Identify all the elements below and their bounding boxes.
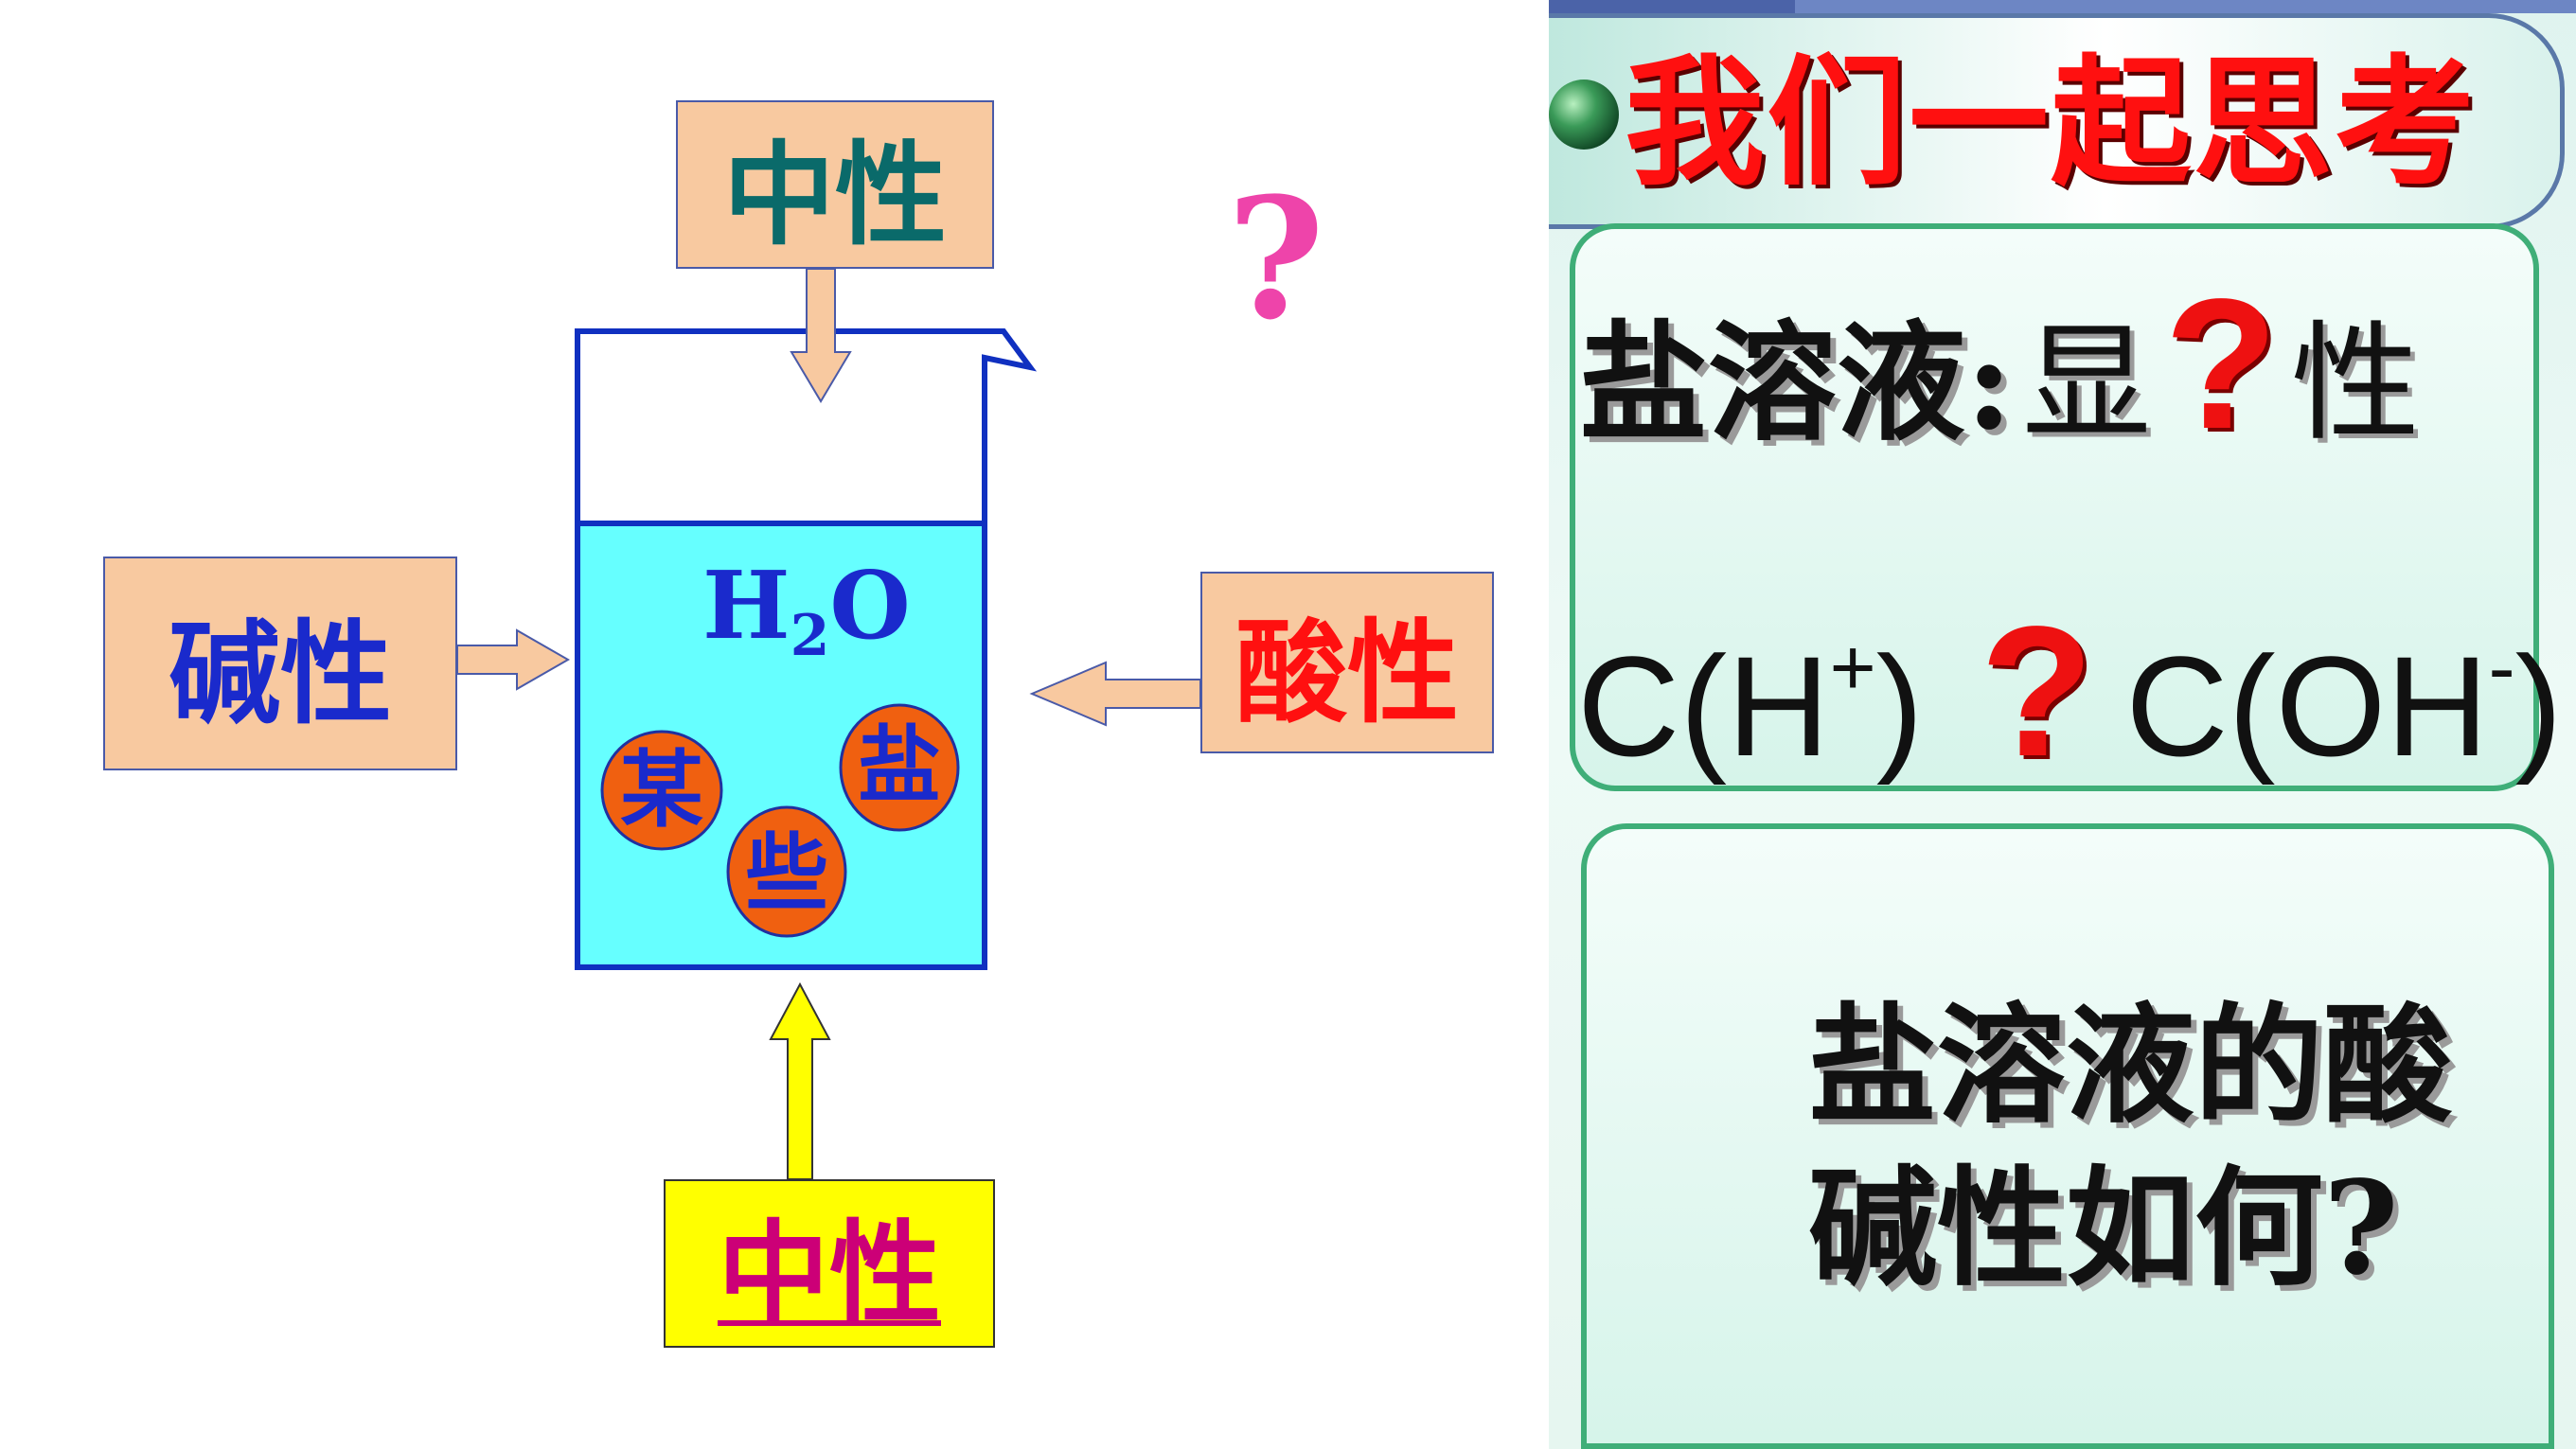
particle-label-2: 些 — [744, 823, 828, 922]
bottom-arrow — [769, 981, 831, 1180]
line1-question-icon: ? — [2164, 260, 2278, 468]
water-formula-o: O — [829, 552, 911, 661]
h-concentration-base: C(H — [1577, 627, 1830, 786]
shows-text: 显 — [2022, 309, 2152, 459]
question-line-1: 盐溶液的酸 — [1808, 990, 2452, 1141]
right-acidic-label: 酸性 — [1235, 606, 1459, 738]
top-arrow — [790, 268, 852, 403]
salt-solution-box — [1570, 223, 2539, 791]
green-orb-icon — [1549, 80, 1619, 150]
h-charge: + — [1829, 623, 1876, 712]
question-box — [1581, 823, 2554, 1449]
oh-concentration: C(OH-) — [2125, 623, 2563, 786]
particle-label-1: 某 — [619, 740, 703, 839]
oh-charge: - — [2488, 623, 2515, 712]
particle-circle-2 — [726, 805, 847, 938]
question-line-2: 碱性如何? — [1808, 1153, 2399, 1304]
left-alkaline-box: 碱性 — [103, 557, 457, 770]
h-concentration: C(H+) — [1577, 623, 1924, 786]
right-arrow — [1029, 661, 1201, 727]
panel-title: 我们一起思考 — [1625, 40, 2477, 204]
oh-concentration-base: C(OH — [2125, 627, 2489, 786]
property-text: 性 — [2290, 309, 2420, 459]
top-neutral-box: 中性 — [676, 100, 994, 269]
line-concentration-compare: C(H+)?C(OH-) — [1577, 568, 2563, 791]
question-text: 盐溶液的酸 碱性如何? — [1808, 984, 2528, 1310]
beaker-outline — [575, 328, 1038, 970]
beaker-graphic — [456, 268, 1201, 1180]
oh-concentration-close: ) — [2514, 627, 2563, 786]
water-formula-h: H — [702, 552, 791, 661]
line-salt-solution: 盐溶液:显?性 — [1579, 272, 2420, 460]
water-formula: H2O — [702, 555, 911, 688]
left-arrow — [456, 628, 571, 691]
top-neutral-label: 中性 — [722, 128, 947, 260]
left-alkaline-label: 碱性 — [168, 607, 392, 739]
bottom-neutral-label: 中性 — [717, 1207, 941, 1339]
panel-top-bar — [1549, 0, 2576, 13]
right-acidic-box: 酸性 — [1200, 572, 1494, 753]
salt-solution-label: 盐溶液: — [1579, 308, 2014, 459]
diagram-question-mark: ? — [1227, 161, 1325, 357]
particle-label-3: 盐 — [857, 716, 941, 814]
h-concentration-close: ) — [1875, 627, 1924, 786]
particle-circle-1 — [600, 730, 723, 851]
panel-top-bar-accent — [1549, 0, 1795, 13]
particle-circle-3 — [839, 703, 960, 832]
line2-question-icon: ? — [1980, 588, 2094, 795]
bottom-neutral-box: 中性 — [664, 1179, 995, 1348]
water-formula-sub: 2 — [790, 603, 830, 669]
